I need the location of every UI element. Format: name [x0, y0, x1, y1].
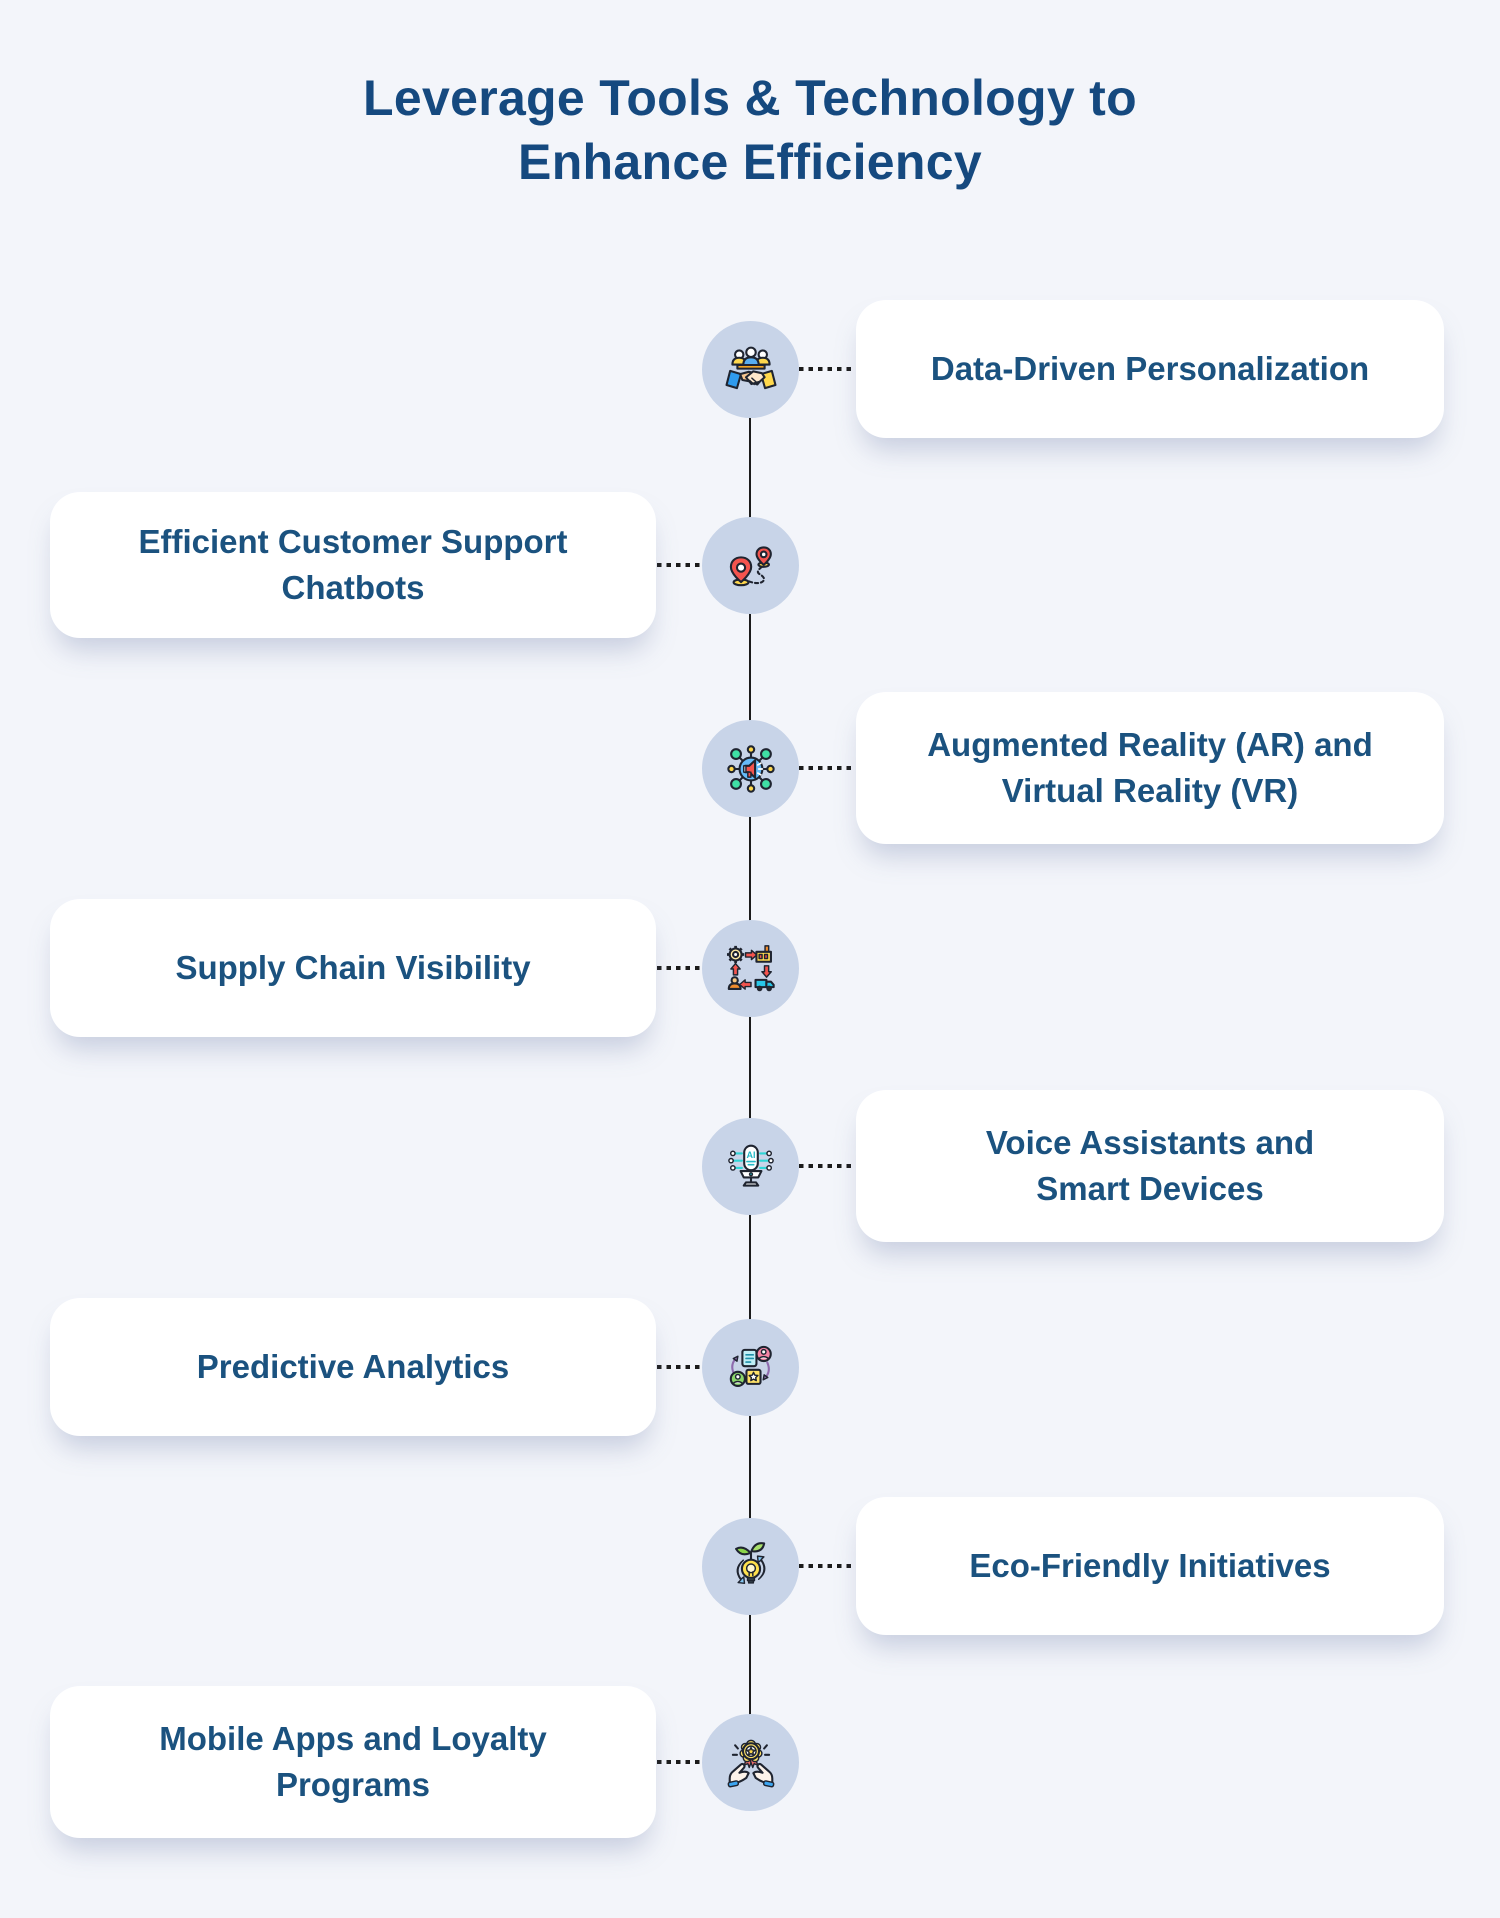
dotted-connector — [657, 1760, 701, 1764]
timeline-card-label: Mobile Apps and Loyalty Programs — [159, 1719, 547, 1803]
dotted-connector — [799, 766, 855, 770]
dotted-connector — [657, 966, 701, 970]
loyalty-badge-hands-icon — [727, 1739, 774, 1787]
megaphone-network-icon — [726, 744, 775, 793]
timeline-card: Augmented Reality (AR) and Virtual Reali… — [856, 692, 1444, 844]
timeline-node — [702, 1319, 799, 1416]
timeline-card-label: Augmented Reality (AR) and Virtual Reali… — [927, 725, 1373, 809]
timeline-card-label: Efficient Customer Support Chatbots — [138, 522, 568, 606]
timeline-node — [702, 517, 799, 614]
timeline-card-label: Data-Driven Personalization — [930, 349, 1370, 387]
timeline-card: Eco-Friendly Initiatives — [856, 1497, 1444, 1635]
team-handshake-icon — [724, 346, 777, 389]
timeline-node — [702, 1518, 799, 1615]
timeline-card: Voice Assistants and Smart Devices — [856, 1090, 1444, 1242]
timeline-card-label: Eco-Friendly Initiatives — [969, 1546, 1331, 1584]
timeline-node — [702, 1714, 799, 1811]
timeline-card-label: Voice Assistants and Smart Devices — [985, 1123, 1315, 1207]
timeline-node: AI — [702, 1118, 799, 1215]
timeline-card: Mobile Apps and Loyalty Programs — [50, 1686, 656, 1838]
ai-microphone-icon: AI — [727, 1144, 774, 1187]
eco-lightbulb-icon — [734, 1541, 765, 1584]
timeline-node — [702, 321, 799, 418]
timeline-card-label: Predictive Analytics — [196, 1347, 510, 1385]
dotted-connector — [657, 1365, 701, 1369]
timeline-card: Efficient Customer Support Chatbots — [50, 492, 656, 638]
page-title-line2: Enhance Efficiency — [518, 134, 982, 190]
timeline-card: Supply Chain Visibility — [50, 899, 656, 1037]
supply-chain-cycle-icon — [726, 944, 775, 991]
timeline-node — [702, 720, 799, 817]
svg-text:AI: AI — [746, 1149, 755, 1159]
dotted-connector — [799, 1164, 855, 1168]
timeline-line — [749, 369, 751, 1762]
timeline-card: Predictive Analytics — [50, 1298, 656, 1436]
customer-feedback-icon — [729, 1345, 772, 1387]
dotted-connector — [799, 367, 855, 371]
timeline-node — [702, 920, 799, 1017]
page-title: Leverage Tools & Technology to Enhance E… — [0, 66, 1500, 194]
dotted-connector — [657, 563, 701, 567]
dotted-connector — [799, 1564, 855, 1568]
location-route-icon — [729, 545, 772, 586]
timeline-card-label: Supply Chain Visibility — [175, 948, 531, 986]
timeline-card: Data-Driven Personalization — [856, 300, 1444, 438]
page-title-line1: Leverage Tools & Technology to — [363, 70, 1137, 126]
